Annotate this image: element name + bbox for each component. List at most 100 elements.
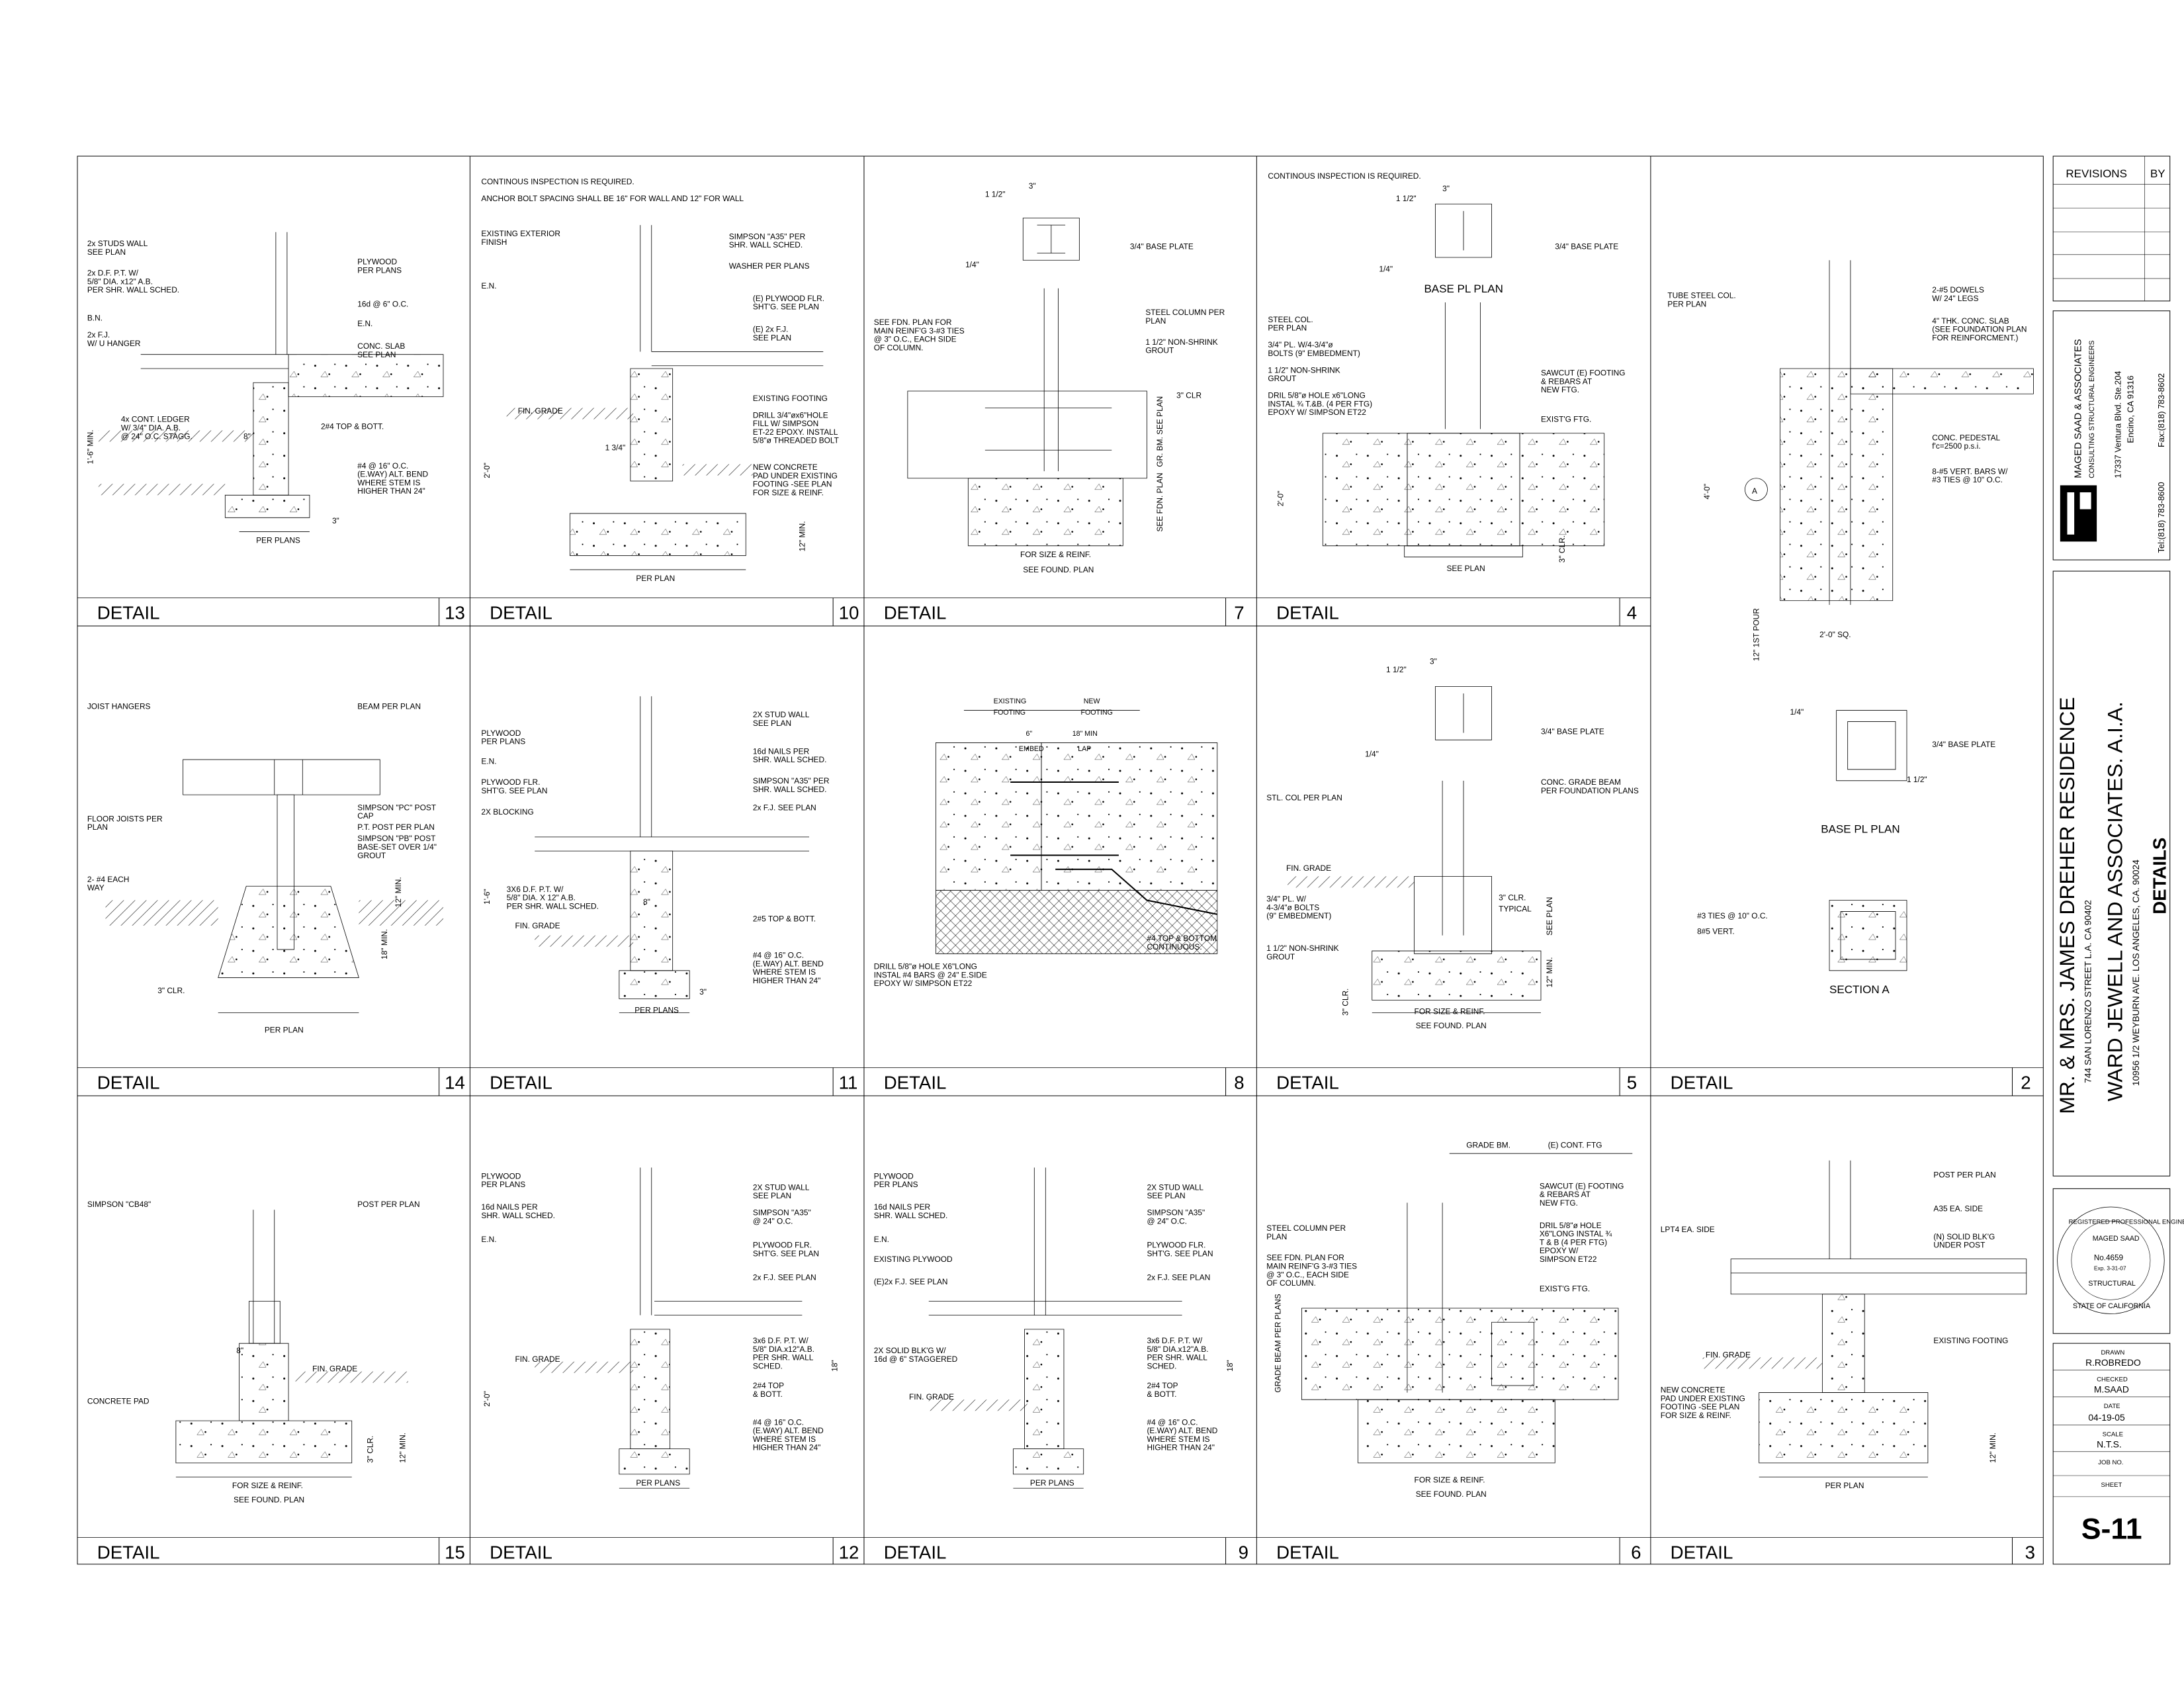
note: 2'-0" SQ. [1819, 630, 1851, 639]
detail-label: DETAIL [884, 1542, 947, 1562]
project-title: MR. & MRS. JAMES DREHER RESIDENCE [2055, 697, 2079, 1114]
note: 12" MIN. [798, 521, 807, 551]
note: ET-22 EPOXY. INSTALL [753, 427, 838, 437]
note: FINISH [481, 238, 507, 247]
note: 1 1/2" [985, 190, 1006, 199]
note: PER SHR. WALL [1147, 1353, 1207, 1362]
note: 2X STUD WALL [753, 710, 810, 719]
note: (E.WAY) ALT. BEND [753, 1426, 824, 1435]
note: PLYWOOD [481, 1171, 521, 1180]
by-label: BY [2150, 167, 2165, 180]
note: 1'-6" MIN. [85, 429, 95, 464]
engineer-city: Encino, CA 91316 [2125, 376, 2135, 443]
detail-7-notes: 1 1/2" 3" 1/4" 3/4" BASE PLATE SEE FDN. … [874, 181, 1225, 574]
note: (E) CONT. FTG [1548, 1141, 1602, 1150]
note: 3" [699, 987, 707, 997]
note: FIN. GRADE [518, 406, 563, 416]
note: INSTAL #4 BARS @ 24" E.SIDE [874, 970, 987, 979]
note: FOOTING -SEE PLAN [1661, 1402, 1740, 1411]
note: CONC. GRADE BEAM [1541, 777, 1621, 787]
note: W/ 3/4" DIA. A.B. [121, 423, 181, 433]
sheet-number: S-11 [2081, 1513, 2142, 1546]
note: #4 @ 16" O.C. [753, 1417, 804, 1427]
note: SEE PLAN [753, 719, 791, 728]
note: PAD UNDER EXISTING [1661, 1394, 1745, 1403]
note: (SEE FOUNDATION PLAN [1932, 325, 2027, 334]
note: SHT'G. SEE PLAN [481, 786, 547, 795]
note: DRILL 3/4"øx6"HOLE [753, 410, 828, 420]
detail-number: 11 [839, 1072, 858, 1092]
note: 2#4 TOP [1147, 1381, 1178, 1390]
note: FIN. GRADE [1286, 864, 1331, 873]
note: POST PER PLAN [357, 1200, 419, 1209]
note: SIMPSON "A35" [1147, 1208, 1205, 1218]
note: FOR SIZE & REINF. [1020, 550, 1091, 559]
note: ANCHOR BOLT SPACING SHALL BE 16" FOR WAL… [481, 194, 744, 203]
note: E.N. [481, 756, 496, 766]
note: WHERE STEM IS [1147, 1435, 1209, 1444]
note: W/ 24" LEGS [1932, 294, 1978, 303]
note: FOOTING [994, 709, 1026, 717]
note: SHT'G. SEE PLAN [753, 302, 819, 312]
note: FLOOR JOISTS PER [87, 814, 163, 823]
detail-label: DETAIL [490, 1542, 552, 1562]
note: E.N. [357, 319, 372, 328]
note: BASE PL PLAN [1821, 822, 1900, 835]
note: 2x F.J. SEE PLAN [753, 1273, 816, 1282]
note: SEE PLAN [1446, 564, 1485, 573]
note: 5/8" DIA. X 12" A.B. [507, 893, 576, 903]
note: 3" [1442, 184, 1450, 193]
note: 16d NAILS PER [874, 1202, 931, 1212]
detail-9-drawing [928, 1167, 1182, 1488]
note: WHERE STEM IS [357, 478, 420, 487]
detail-13-drawing [98, 232, 443, 532]
note: 2'-0" [482, 1391, 492, 1407]
note: SHT'G. SEE PLAN [1147, 1249, 1213, 1258]
note: FIN. GRADE [515, 921, 560, 930]
note: 3" CLR. [366, 1436, 375, 1463]
note: @ 24" O.C. [753, 1216, 793, 1225]
note: 6" [1026, 730, 1033, 738]
engineer-tel: Tel:(818) 783-8600 [2156, 482, 2166, 553]
drawing-grid [77, 156, 2043, 1564]
note: STEEL COL. [1268, 315, 1313, 324]
note: SEE PLAN [753, 333, 791, 342]
note: EPOXY W/ [1540, 1246, 1579, 1255]
note: 16d NAILS PER [481, 1202, 538, 1212]
note: SEE PLAN [1147, 1191, 1185, 1200]
detail-number: 3 [2025, 1542, 2035, 1562]
note: SCHED. [1147, 1361, 1176, 1370]
note: INSTAL ¾ T.&B. (4 PER FTG) [1268, 399, 1372, 408]
note: CONTINUOUS. [1147, 942, 1201, 952]
detail-14-notes: JOIST HANGERS BEAM PER PLAN FLOOR JOISTS… [87, 701, 437, 1034]
note: 3" [332, 516, 339, 525]
detail-titles: DETAIL 13 DETAIL 10 DETAIL 7 DETAIL 4 DE… [97, 602, 2035, 1562]
note: 16d @ 6" STAGGERED [874, 1355, 958, 1364]
note: PER PLAN [636, 574, 675, 583]
detail-4-drawing [1323, 204, 1604, 557]
note: SIMPSON "A35" [753, 1208, 811, 1218]
note: 2'-0" [482, 463, 492, 478]
note: & REBARS AT [1541, 377, 1592, 386]
drawn-label: DRAWN [2101, 1349, 2125, 1356]
note: LAP [1078, 745, 1091, 753]
note: CONCRETE PAD [87, 1397, 150, 1406]
note: GR. BM. SEE PLAN [1155, 396, 1164, 467]
note: LPT4 EA. SIDE [1661, 1225, 1715, 1234]
detail-label: DETAIL [884, 1072, 947, 1092]
note: SEE FOUND. PLAN [234, 1495, 304, 1504]
note: 4" THK. CONC. SLAB [1932, 316, 2009, 326]
sheet-title: DETAILS [2149, 838, 2169, 914]
note: SEE FDN. PLAN FOR [1266, 1253, 1344, 1263]
note: GROUT [1266, 952, 1295, 961]
detail-12-notes: PLYWOOD PER PLANS 16d NAILS PER SHR. WAL… [481, 1171, 839, 1487]
note: SIMPSON "PC" POST [357, 803, 436, 812]
note: PER PLANS [636, 1478, 680, 1488]
note: FOR REINFORCMENT.) [1932, 333, 2018, 342]
note: 2x F.J. [87, 330, 110, 339]
note: 3/4" BASE PLATE [1555, 242, 1618, 251]
note: BEAM PER PLAN [357, 701, 421, 711]
note: EXISTING FOOTING [753, 394, 828, 403]
note: SAWCUT (E) FOOTING [1541, 369, 1626, 378]
note: 3/4" BASE PLATE [1932, 740, 1995, 749]
